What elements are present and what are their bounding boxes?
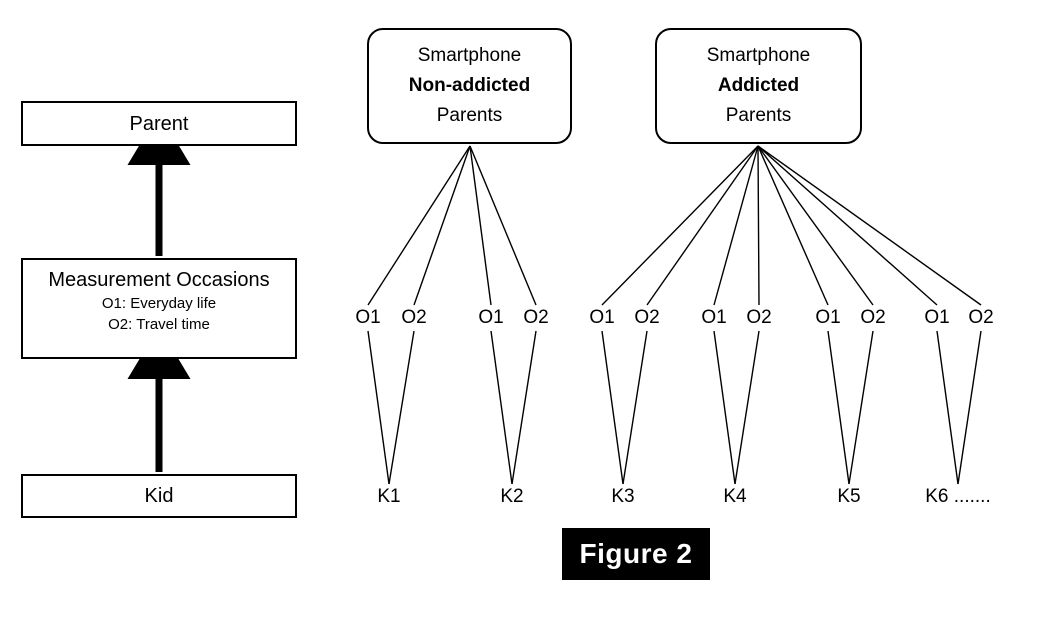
kid-box-label: Kid: [144, 485, 174, 507]
occasion-label-k2-o2: O2: [523, 307, 549, 328]
group-b-line1: Smartphone: [706, 45, 811, 66]
group-box-non-addicted: Smartphone Non-addicted Parents: [367, 28, 572, 144]
link-o1-to-k5: [827, 330, 850, 485]
occasion-o2-description: O2: Travel time: [108, 316, 210, 333]
occasion-label-k5-o2: O2: [860, 307, 886, 328]
link-o2-to-k1: [388, 330, 415, 485]
occasion-label-k4-o1: O1: [701, 307, 727, 328]
link-addicted-to-k5-o2: [757, 145, 874, 306]
group-b-line3: Parents: [725, 105, 792, 126]
link-addicted-to-k6-o1: [757, 145, 938, 306]
link-addicted-to-k6-o2: [757, 145, 982, 306]
group-a-line2: Non-addicted: [408, 75, 531, 96]
occasion-label-k3-o2: O2: [634, 307, 660, 328]
kid-label-k2: K2: [500, 486, 524, 507]
group-a-line1: Smartphone: [417, 45, 522, 66]
link-addicted-to-k4-o1: [713, 145, 759, 306]
figure-caption: Figure 2: [562, 528, 710, 580]
tree-link-group: [367, 145, 982, 485]
occasion-o1-description: O1: Everyday life: [101, 295, 217, 312]
occasion-label-k3-o1: O1: [589, 307, 615, 328]
link-o2-to-k5: [848, 330, 874, 485]
link-o2-to-k3: [622, 330, 648, 485]
link-addicted-to-k5-o1: [757, 145, 829, 306]
group-box-addicted: Smartphone Addicted Parents: [655, 28, 862, 144]
parent-box: Parent: [21, 101, 297, 146]
link-o1-to-k1: [367, 330, 390, 485]
parent-box-label: Parent: [129, 112, 189, 135]
occasion-label-k1-o2: O2: [401, 307, 427, 328]
occasion-label-k6-o2: O2: [968, 307, 994, 328]
kid-label-k5: K5: [837, 486, 861, 507]
occasion-label-k4-o2: O2: [746, 307, 772, 328]
link-o1-to-k4: [713, 330, 736, 485]
kid-label-k1: K1: [377, 486, 401, 507]
measurement-occasions-title: Measurement Occasions: [48, 269, 270, 291]
group-a-line3: Parents: [436, 105, 503, 126]
link-o1-to-k2: [490, 330, 513, 485]
kid-label-k3: K3: [611, 486, 635, 507]
occasion-label-k6-o1: O1: [924, 307, 950, 328]
occasion-label-k1-o1: O1: [355, 307, 381, 328]
group-b-line2: Addicted: [717, 75, 800, 96]
occasion-label-k5-o1: O1: [815, 307, 841, 328]
kid-box: Kid: [21, 474, 297, 518]
link-non-addicted-to-k1-o2: [413, 145, 471, 306]
kid-label-k6: K6 .......: [925, 486, 991, 507]
measurement-occasions-box: Measurement Occasions O1: Everyday life …: [21, 258, 297, 359]
link-addicted-to-k4-o2: [757, 145, 760, 306]
link-non-addicted-to-k2-o2: [469, 145, 537, 306]
link-o2-to-k4: [734, 330, 760, 485]
link-o1-to-k6: [936, 330, 959, 485]
link-o2-to-k6: [957, 330, 982, 485]
link-non-addicted-to-k2-o1: [469, 145, 492, 306]
link-o1-to-k3: [601, 330, 624, 485]
link-o2-to-k2: [511, 330, 537, 485]
link-addicted-to-k3-o1: [601, 145, 759, 306]
link-non-addicted-to-k1-o1: [367, 145, 471, 306]
kid-label-k4: K4: [723, 486, 747, 507]
link-addicted-to-k3-o2: [646, 145, 759, 306]
occasion-label-k2-o1: O1: [478, 307, 504, 328]
